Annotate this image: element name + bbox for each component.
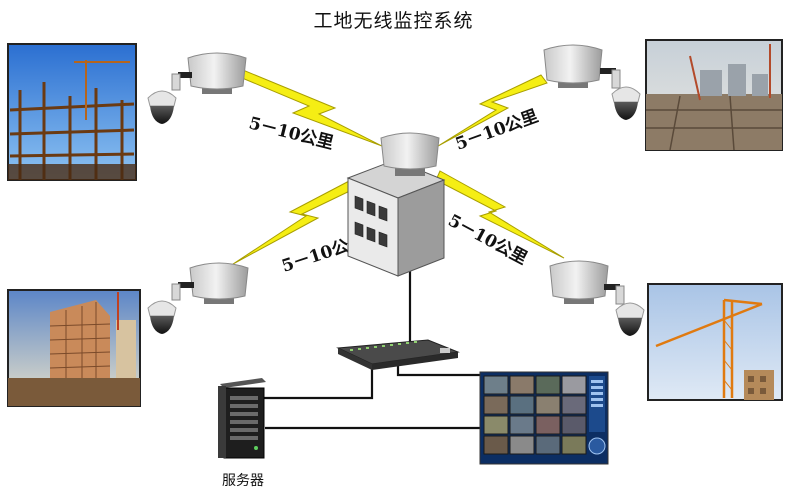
dome-camera-icon xyxy=(614,102,638,120)
camera-node-bottom-left xyxy=(147,262,249,334)
lightning-bolt-icon xyxy=(237,67,383,147)
lightning-bolt-icon xyxy=(437,74,548,147)
wireless-link-bottom-left xyxy=(232,179,357,265)
site-photo-bottom-right xyxy=(647,283,783,401)
dome-camera-icon xyxy=(618,318,642,336)
camera-node-top-left xyxy=(147,52,247,124)
dome-camera-icon xyxy=(150,106,174,124)
mount-bracket xyxy=(600,68,616,74)
network-switch xyxy=(336,339,460,370)
server-label: 服务器 xyxy=(222,473,264,489)
mount-bracket xyxy=(604,284,620,290)
lightning-bolt-icon xyxy=(435,170,565,259)
cable-switch-server xyxy=(264,362,374,400)
diagram-title: 工地无线监控系统 xyxy=(313,10,474,32)
ptz-control-icon xyxy=(588,437,606,455)
mount-bracket xyxy=(178,282,194,288)
dome-camera-icon xyxy=(150,316,174,334)
wireless-link-bottom-right xyxy=(435,170,565,259)
central-building xyxy=(346,159,446,277)
monitoring-screen xyxy=(479,371,609,465)
site-photo-top-right xyxy=(645,39,783,151)
camera-node-top-right xyxy=(543,44,641,120)
mount-bracket xyxy=(178,72,192,78)
central-antenna xyxy=(380,132,440,176)
camera-node-bottom-right xyxy=(549,260,645,336)
site-photo-top-left xyxy=(7,43,137,181)
lightning-bolt-icon xyxy=(232,179,357,265)
wireless-link-top-left xyxy=(237,67,383,147)
wireless-link-top-right xyxy=(437,74,548,147)
server-tower xyxy=(218,378,266,459)
site-photo-bottom-left xyxy=(7,289,141,407)
